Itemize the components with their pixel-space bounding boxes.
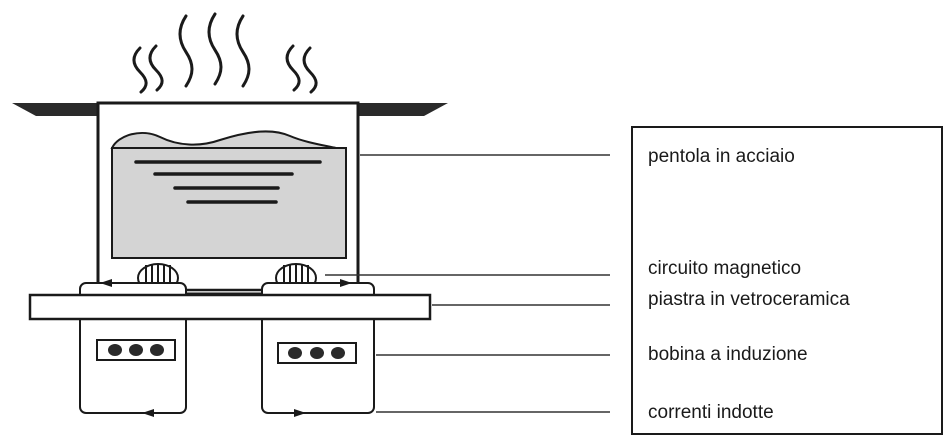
leader-lines <box>325 154 610 413</box>
glass-ceramic-plate <box>28 293 432 321</box>
steam-line <box>178 14 194 88</box>
label-box <box>631 126 943 435</box>
steam-line <box>132 46 148 94</box>
induction-coil-right <box>277 342 357 364</box>
coil-dot <box>108 344 122 356</box>
induction-coil-left <box>96 339 176 361</box>
heat-lines <box>134 160 322 204</box>
coil-dot <box>331 347 345 359</box>
arrow-icon <box>100 279 112 287</box>
coil-dot <box>310 347 324 359</box>
pot-handle-left <box>12 103 98 116</box>
steam-line <box>235 14 251 88</box>
label-glass-plate: piastra in vetroceramica <box>648 289 850 310</box>
steam-line <box>302 46 318 94</box>
steam-lines <box>132 12 318 94</box>
steam-line <box>148 44 164 92</box>
arrow-icon <box>294 409 306 417</box>
pot-handle-right <box>358 103 448 116</box>
arrow-icon <box>142 409 154 417</box>
coil-dot <box>129 344 143 356</box>
food-top <box>110 130 337 149</box>
coil-dot <box>288 347 302 359</box>
steam-line <box>207 12 223 86</box>
label-currents: correnti indotte <box>648 402 774 423</box>
arrow-icon <box>340 279 352 287</box>
label-coil: bobina a induzione <box>648 344 808 365</box>
coil-dot <box>150 344 164 356</box>
steam-line <box>285 44 301 92</box>
label-pot: pentola in acciaio <box>648 146 795 167</box>
label-magnetic-circuit: circuito magnetico <box>648 258 801 279</box>
